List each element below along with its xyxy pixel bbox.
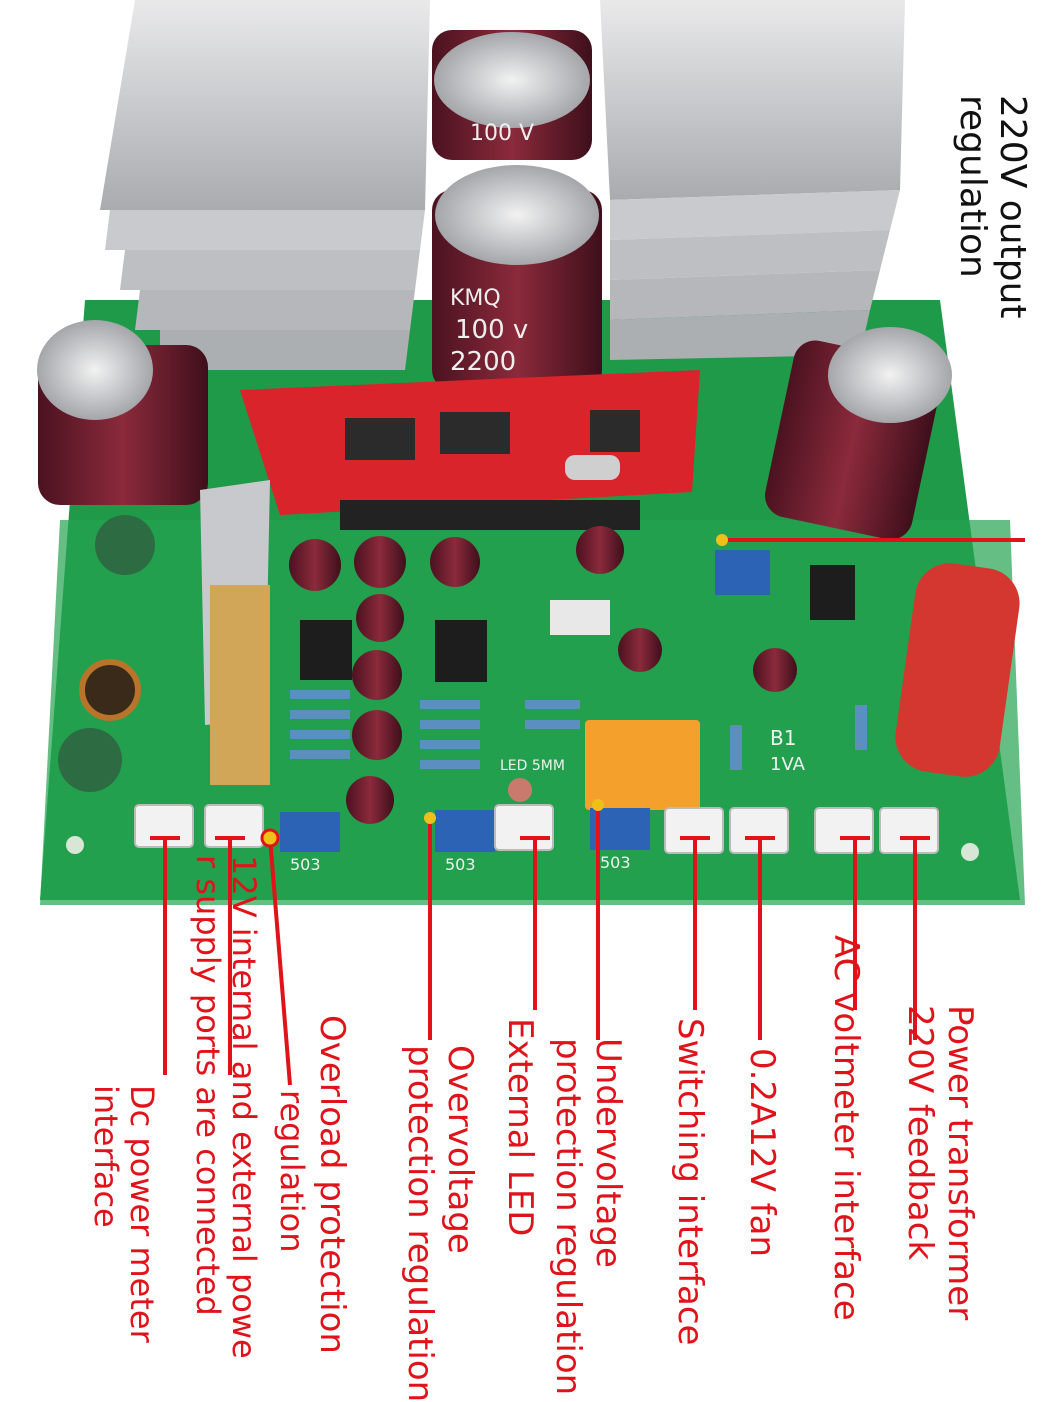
transistor <box>550 600 610 635</box>
led <box>508 778 532 802</box>
crystal <box>565 455 620 480</box>
connectors <box>134 804 939 854</box>
inverter-board-photo: 100 V KMQ 100 v 2200 <box>37 0 1025 1086</box>
undervoltage-label: Undervoltage protection regulation <box>548 1038 628 1396</box>
ic <box>435 620 487 682</box>
regulation-label: regulation <box>273 1090 311 1253</box>
resistor-rows <box>290 690 867 770</box>
connector-led <box>494 804 554 851</box>
power-transformer-label: Power transformer 220V feedback <box>900 1005 980 1321</box>
regulator-plate <box>210 585 270 785</box>
pointer-dots <box>260 534 728 848</box>
right-capacitor <box>765 327 952 540</box>
supply-ports-label: 12V internal and external powe r supply … <box>189 855 263 1359</box>
led-marking: LED 5MM <box>500 758 565 774</box>
output-regulation-label: 220V output regulation <box>952 95 1033 319</box>
cap-voltage: 100 v <box>455 315 528 345</box>
trim-label: 503 <box>600 853 631 872</box>
transformer-rating: 1VA <box>770 754 806 775</box>
ac-voltmeter-label: AC voltmeter interface <box>826 935 866 1321</box>
right-heatsink <box>600 0 905 360</box>
small-capacitor <box>95 515 155 575</box>
left-heatsink <box>100 0 430 370</box>
top-capacitor: 100 V <box>432 30 592 160</box>
small-capacitor <box>58 728 122 792</box>
overload-label: Overload protection <box>312 1015 352 1354</box>
chip <box>590 410 640 452</box>
chip <box>440 412 510 454</box>
relay <box>585 720 700 810</box>
connector-ac-voltmeter <box>814 807 874 854</box>
inductor <box>79 659 141 721</box>
cap-text: 100 V <box>470 121 534 146</box>
red-control-module <box>240 370 700 530</box>
external-led-label: External LED <box>500 1018 540 1237</box>
cap-value: 2200 <box>450 347 516 377</box>
trimmer-potentiometer <box>280 812 340 852</box>
transformer-label: B1 <box>770 726 796 750</box>
switching-label: Switching interface <box>670 1018 710 1346</box>
dc-meter-label: Dc power meter interface <box>87 1085 161 1343</box>
left-capacitor <box>37 320 208 505</box>
cap-brand: KMQ <box>450 286 501 311</box>
small-capacitors <box>289 526 797 824</box>
trimmer-potentiometer <box>715 550 770 595</box>
ic <box>810 565 855 620</box>
trim-label: 503 <box>290 855 321 874</box>
trim-label: 503 <box>445 855 476 874</box>
chip <box>345 418 415 460</box>
center-capacitor: KMQ 100 v 2200 <box>432 165 602 390</box>
leader-lines <box>163 538 1025 1086</box>
connector-12v <box>204 804 264 848</box>
ic <box>300 620 352 680</box>
film-capacitor <box>895 563 1020 777</box>
trimmer-potentiometer <box>435 810 495 852</box>
overvoltage-label: Overvoltage protection regulation <box>400 1045 480 1402</box>
fan-label: 0.2A12V fan <box>742 1048 782 1258</box>
connector-feedback <box>879 807 939 854</box>
